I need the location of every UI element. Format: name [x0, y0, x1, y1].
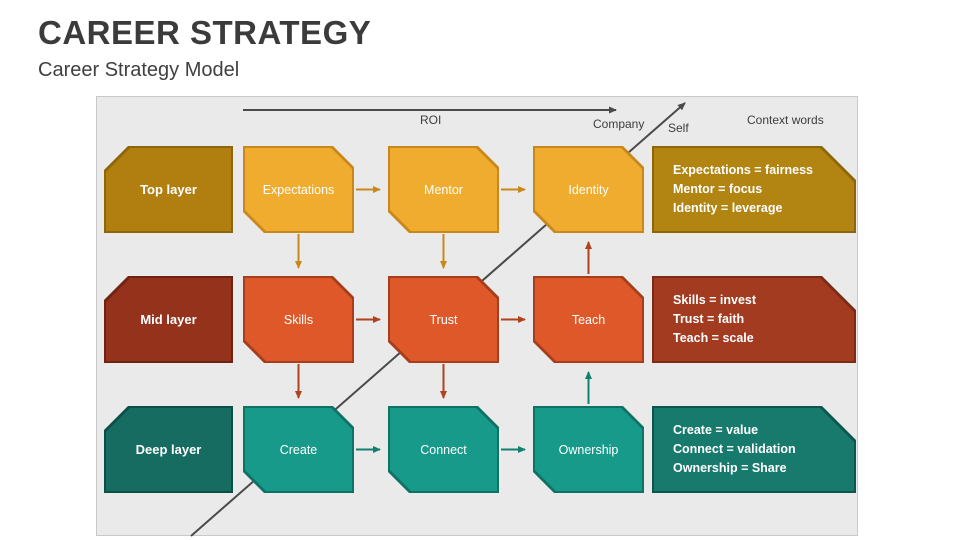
slide-title: CAREER STRATEGY — [38, 14, 372, 51]
box-expectations: Expectations — [243, 146, 354, 233]
box-ownership: Ownership — [533, 406, 644, 493]
company-axis-label: Company — [593, 117, 645, 131]
box-trust: Trust — [388, 276, 499, 363]
box-label: Expectations — [262, 182, 335, 197]
context-box-mid-layer: Skills = invest Trust = faith Teach = sc… — [652, 276, 856, 363]
context-line: Skills = invest — [673, 293, 757, 307]
context-line: Mentor = focus — [673, 182, 763, 196]
layer-label: Deep layer — [135, 442, 202, 457]
box-label: Ownership — [558, 442, 619, 457]
layer-label: Top layer — [140, 182, 197, 197]
roi-axis-label: ROI — [420, 113, 442, 127]
box-label: Skills — [283, 312, 314, 327]
box-mentor: Mentor — [388, 146, 499, 233]
context-line: Connect = validation — [673, 442, 796, 456]
box-label: Mentor — [424, 182, 463, 197]
context-box-deep-layer: Create = value Connect = validation Owne… — [652, 406, 856, 493]
context-box-top-layer: Expectations = fairness Mentor = focus I… — [652, 146, 856, 233]
context-line: Teach = scale — [673, 331, 754, 345]
box-connect: Connect — [388, 406, 499, 493]
box-label: Teach — [571, 312, 606, 327]
layer-label: Mid layer — [140, 312, 197, 327]
box-teach: Teach — [533, 276, 644, 363]
context-line: Ownership = Share — [673, 461, 787, 475]
slide-subtitle: Career Strategy Model — [38, 59, 240, 81]
box-identity: Identity — [533, 146, 644, 233]
context-words-label: Context words — [747, 113, 824, 127]
context-line: Trust = faith — [673, 312, 745, 326]
top-layer-box: Top layer — [104, 146, 233, 233]
context-line: Identity = leverage — [673, 201, 783, 215]
box-label: Create — [279, 442, 318, 457]
mid-layer-box: Mid layer — [104, 276, 233, 363]
context-line: Expectations = fairness — [673, 163, 813, 177]
deep-layer-box: Deep layer — [104, 406, 233, 493]
box-label: Trust — [429, 312, 458, 327]
box-label: Identity — [568, 182, 609, 197]
context-line: Create = value — [673, 423, 759, 437]
self-axis-label: Self — [668, 121, 689, 135]
box-label: Connect — [420, 442, 467, 457]
box-skills: Skills — [243, 276, 354, 363]
box-create: Create — [243, 406, 354, 493]
